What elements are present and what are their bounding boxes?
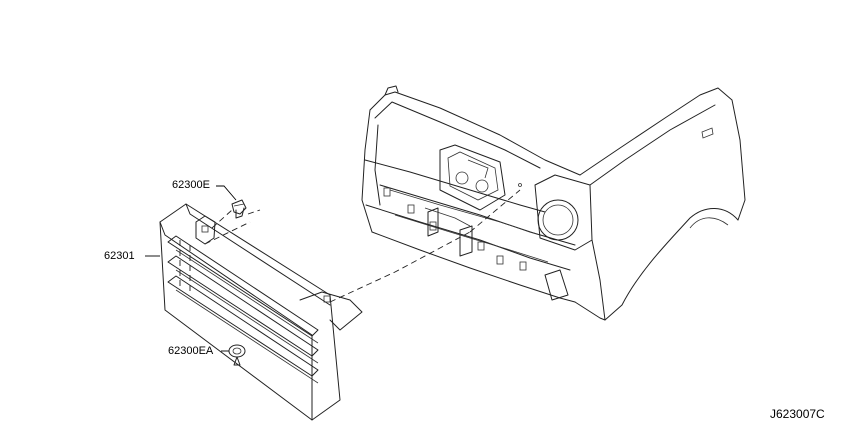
part-number-fastener: 62300EA [168, 345, 214, 357]
diagram-reference-code: J623007C [770, 407, 825, 421]
label-leaders [145, 185, 237, 352]
part-number-clip: 62300E [172, 179, 210, 191]
front-grille-part [159, 203, 363, 421]
assembly-lines [204, 189, 521, 303]
clip-part [231, 199, 247, 219]
fastener-part [228, 344, 246, 366]
vehicle-front-body [361, 85, 746, 321]
part-number-grille: 62301 [104, 250, 135, 262]
